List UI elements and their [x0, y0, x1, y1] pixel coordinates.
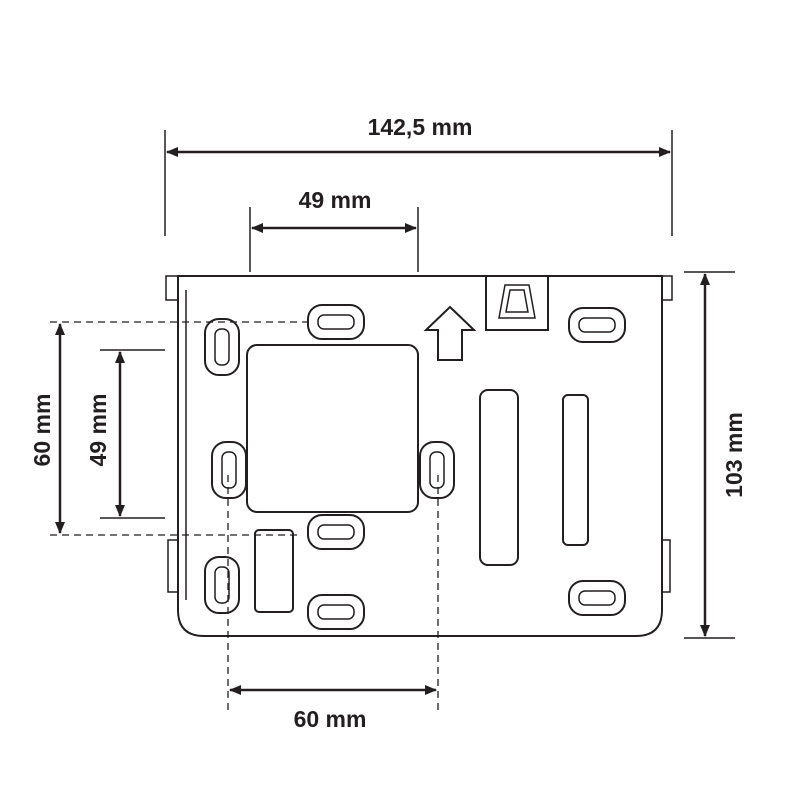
label-overall-height: 103 mm: [721, 412, 747, 498]
label-top-hole-spacing: 49 mm: [299, 187, 372, 213]
mounting-plate: [165, 275, 673, 637]
long-slot: [562, 394, 589, 546]
mounting-slots: [204, 304, 626, 630]
label-bottom-hole-spacing: 60 mm: [294, 706, 367, 732]
top-latch: [485, 275, 549, 331]
center-cutout: [246, 344, 419, 513]
label-left-inner-spacing: 49 mm: [85, 394, 111, 467]
dimension-top-hole-spacing: 49 mm: [249, 187, 419, 272]
dimension-bottom-hole-spacing: 60 mm: [227, 475, 439, 732]
dimension-overall-width: 142,5 mm: [164, 114, 673, 236]
dimension-left-inner-spacing: 49 mm: [85, 349, 165, 519]
long-slot: [479, 389, 519, 566]
up-arrow-icon: [423, 305, 477, 361]
label-left-outer-spacing: 60 mm: [29, 394, 55, 467]
small-cutout: [254, 529, 294, 613]
dimension-left-outer-spacing: 60 mm: [29, 321, 310, 536]
label-overall-width: 142,5 mm: [368, 114, 473, 140]
dimension-overall-height: 103 mm: [684, 271, 747, 639]
